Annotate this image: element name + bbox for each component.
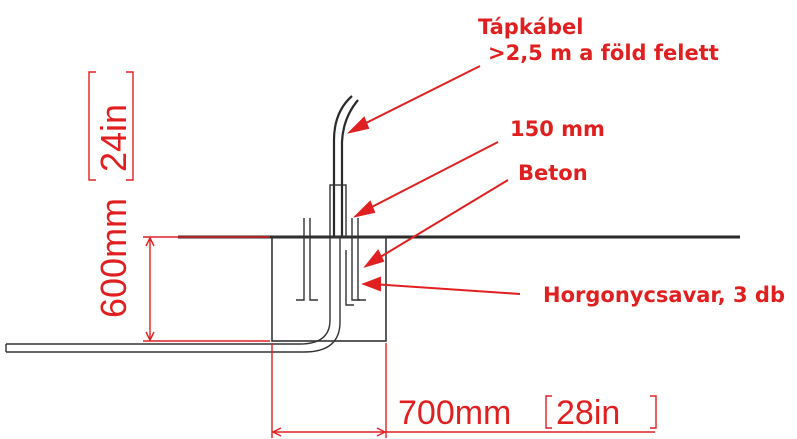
conduit-pipe-inner: [6, 237, 341, 353]
conduit-pipe: [6, 237, 331, 345]
power-cable-outer: [340, 99, 359, 237]
anchor-bolt-label: Horgonycsavar, 3 db: [543, 283, 785, 307]
width-mm-label: 700mm: [398, 394, 511, 432]
power-cable-height-label: >2,5 m a föld felett: [488, 41, 719, 65]
concrete-label: Beton: [518, 161, 588, 185]
width-dimension: [271, 343, 657, 438]
power-cable: [332, 95, 353, 237]
thickness-label: 150 mm: [510, 117, 605, 141]
anchor-bolt-left: [296, 218, 318, 301]
anchor-bolt-right: [351, 218, 366, 301]
callout-arrows: [346, 65, 521, 295]
depth-mm-label: 600mm: [93, 198, 134, 318]
width-in-label: 28in: [556, 394, 620, 432]
depth-in-label: 24in: [93, 104, 134, 172]
concrete-block: [271, 236, 387, 342]
cable-stub: [329, 184, 347, 238]
power-cable-label: Tápkábel: [478, 15, 583, 39]
anchor-bolt-center: [345, 250, 354, 306]
depth-dimension: [88, 71, 270, 342]
